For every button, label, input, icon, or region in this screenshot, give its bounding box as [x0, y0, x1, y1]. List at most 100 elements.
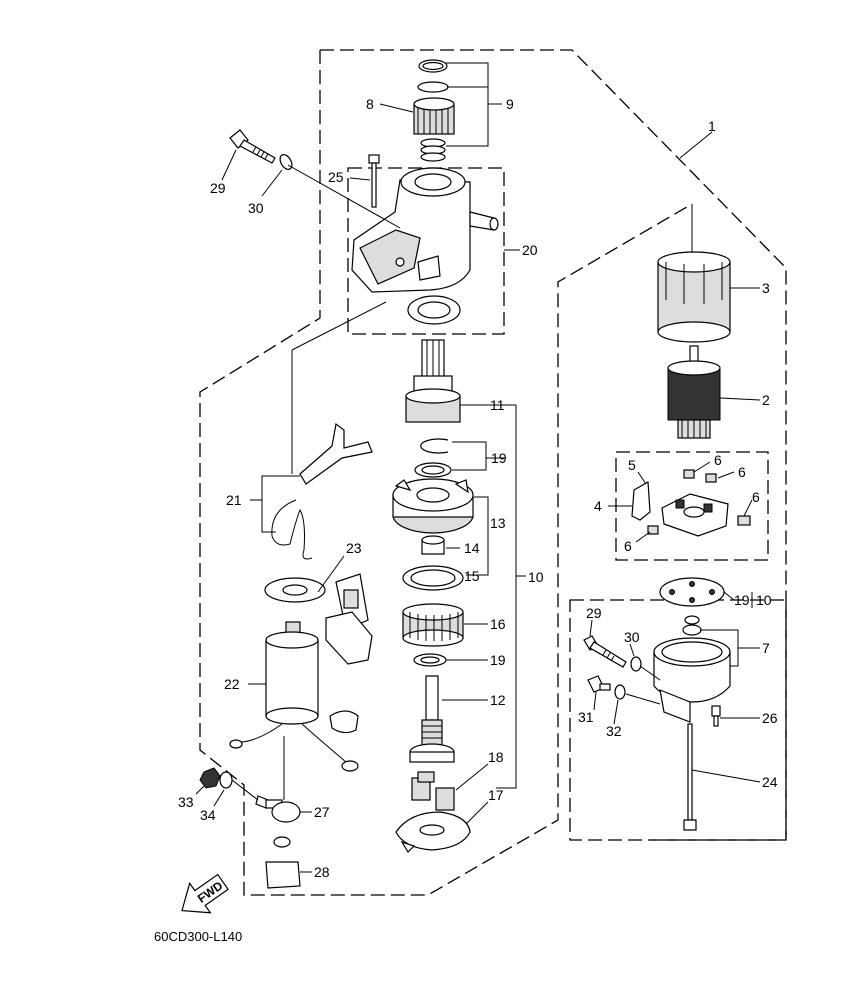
- part-11-drive-shaft: [405, 339, 461, 423]
- callout-23: 23: [346, 540, 362, 556]
- part-7-end-cover: [653, 615, 731, 723]
- leader-6c: [743, 499, 753, 517]
- leader-25: [349, 177, 371, 181]
- part-30-washer-top: [279, 154, 293, 170]
- callout-31: 31: [578, 709, 594, 725]
- part-20-seal: [407, 295, 461, 325]
- fwd-arrow-icon: FWD: [181, 873, 229, 914]
- leader-23: [317, 555, 345, 593]
- leader-30-right: [629, 643, 635, 657]
- part-20-bracket-housing: [351, 167, 499, 293]
- leader-24: [691, 769, 761, 783]
- part-23-cover: [325, 573, 373, 665]
- leader-33: [195, 785, 205, 795]
- assembly-line-29r: [639, 665, 661, 681]
- bracket-13: [466, 496, 489, 576]
- leader-32: [613, 699, 619, 725]
- leader-6a: [693, 461, 711, 473]
- callout-7: 7: [762, 640, 770, 656]
- callout-6c: 6: [752, 489, 760, 505]
- leader-6b: [717, 471, 735, 479]
- part-8-pinion-gear: [413, 97, 455, 135]
- part-2-armature: [667, 345, 721, 439]
- part-29-bolt-right: [583, 635, 627, 668]
- part-18-planet-gears: [411, 771, 455, 811]
- part-19-washer: [413, 653, 447, 667]
- leader-29-top: [221, 149, 237, 181]
- part-24-through-bolt: [683, 723, 697, 831]
- assembly-1-boundary: [320, 49, 787, 841]
- callout-33: 33: [178, 794, 194, 810]
- part-17-plate: [395, 811, 471, 853]
- bracket-19-top: [452, 441, 504, 471]
- callout-29-top: 29: [210, 180, 226, 196]
- part-29-bolt-top: [229, 129, 276, 164]
- part-9-ring-top: [418, 59, 448, 73]
- part-9-spring: [420, 138, 446, 162]
- callout-5: 5: [628, 457, 636, 473]
- leader-6d: [635, 531, 651, 543]
- leader-1: [679, 131, 713, 159]
- callout-8: 8: [366, 96, 374, 112]
- leader-18: [455, 763, 489, 791]
- callout-34: 34: [200, 807, 216, 823]
- bracket-10: [488, 404, 517, 789]
- part-15-ring: [402, 565, 464, 591]
- part-21-shift-lever: [299, 422, 373, 485]
- leader-17: [465, 801, 489, 825]
- leader-29-right: [589, 619, 593, 637]
- callout-30-top: 30: [248, 200, 264, 216]
- callout-27: 27: [314, 804, 330, 820]
- part-14-bushing: [421, 535, 445, 555]
- callout-9: 9: [506, 96, 514, 112]
- assembly-line-33: [231, 779, 259, 801]
- callout-25: 25: [328, 169, 344, 185]
- part-25-bolt: [368, 154, 380, 208]
- part-21-spring-clip: [271, 499, 313, 560]
- part-19-clip: [414, 438, 452, 478]
- end-cover-24-boundary: [569, 599, 787, 841]
- part-16-ring-gear: [402, 603, 464, 647]
- callout-30-right: 30: [624, 629, 640, 645]
- part-28-cap: [265, 836, 301, 889]
- leader-8: [379, 103, 414, 113]
- callout-22: 22: [224, 676, 240, 692]
- part-12-shaft: [409, 675, 455, 763]
- callout-10-right: 10: [756, 592, 772, 608]
- callout-26: 26: [762, 710, 778, 726]
- part-19-10-plate: [659, 577, 725, 607]
- callout-12: 12: [490, 692, 506, 708]
- assembly-line-31: [625, 693, 661, 705]
- leader-19-10: [723, 591, 735, 601]
- callout-2: 2: [762, 392, 770, 408]
- leader-5: [637, 471, 647, 485]
- part-34-washer: [219, 771, 233, 789]
- callout-18: 18: [488, 749, 504, 765]
- callout-24: 24: [762, 774, 778, 790]
- part-9-ring: [417, 81, 449, 93]
- part-3-yoke: [657, 251, 731, 343]
- assembly-line: [287, 164, 401, 229]
- part-23-gasket-plate: [264, 577, 326, 603]
- callout-15: 15: [464, 568, 480, 584]
- callout-19-top: 19: [491, 450, 507, 466]
- part-30-washer-right: [630, 656, 642, 672]
- leader-30-top: [261, 169, 283, 197]
- callout-32: 32: [606, 723, 622, 739]
- diagram-code: 60CD300-L140: [154, 929, 242, 944]
- callout-14: 14: [464, 540, 480, 556]
- part-6-brush: [647, 469, 751, 535]
- callout-6d: 6: [624, 538, 632, 554]
- callout-6b: 6: [738, 464, 746, 480]
- assembly-line-21b: [291, 301, 387, 351]
- callout-20: 20: [522, 242, 538, 258]
- part-33-nut: [199, 767, 221, 789]
- callout-19-mid: 19: [490, 652, 506, 668]
- leader-2: [719, 397, 761, 401]
- bracket-9: [446, 62, 502, 147]
- part-13-clutch-housing: [392, 478, 474, 534]
- callout-21: 21: [226, 492, 242, 508]
- bracket-21: [261, 475, 300, 533]
- callout-17: 17: [488, 787, 504, 803]
